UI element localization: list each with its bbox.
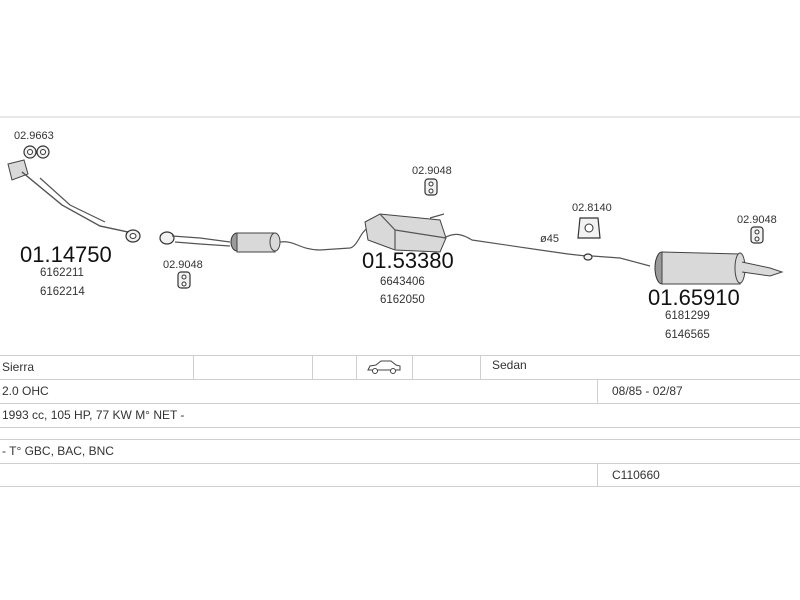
front-pipe-part — [7, 159, 141, 243]
table-row: 2.0 OHC 08/85 - 02/87 — [0, 379, 800, 403]
rubber-hanger-icon — [177, 271, 191, 289]
rubber-left-part-number: 02.9048 — [163, 259, 203, 271]
model-name: Sierra — [2, 360, 35, 374]
rear-silencer-oe-1: 6181299 — [665, 310, 710, 322]
table-row — [0, 427, 800, 439]
pipe-diameter-label: ø45 — [540, 233, 559, 245]
center-silencer-oe-1: 6643406 — [380, 276, 425, 288]
front-pipe-part-number: 01.14750 — [20, 242, 112, 267]
rubber-right-part-number: 02.9048 — [737, 214, 777, 226]
front-pipe-oe-1: 6162211 — [40, 267, 84, 279]
body-type: Sedan — [492, 358, 527, 372]
engine: 2.0 OHC — [2, 384, 49, 398]
catalog-code: C110660 — [612, 468, 660, 482]
clamp-ring-icon — [23, 145, 50, 159]
exhaust-system-diagram: 02.9663 01.14750 6162211 6162214 02.9048… — [0, 116, 800, 341]
rubber-hanger-icon — [424, 178, 438, 196]
intermediate-pipe-part — [159, 227, 369, 253]
table-row: - T° GBC, BAC, BNC — [0, 439, 800, 463]
production-dates: 08/85 - 02/87 — [612, 384, 683, 398]
table-row: Sierra Sedan — [0, 355, 800, 379]
center-silencer-oe-2: 6162050 — [380, 294, 425, 306]
rear-silencer-part — [591, 251, 784, 285]
mount-part-number: 02.8140 — [572, 202, 612, 214]
vehicle-info-table: Sierra Sedan 2.0 OHC 08/85 - 02/87 1993 … — [0, 355, 800, 487]
engine-codes: - T° GBC, BAC, BNC — [2, 444, 114, 458]
rubber-hanger-icon — [750, 226, 764, 244]
rear-silencer-part-number: 01.65910 — [648, 285, 740, 310]
center-silencer-part-number: 01.53380 — [362, 248, 454, 273]
sedan-car-icon — [366, 359, 402, 382]
engine-specs: 1993 cc, 105 HP, 77 KW M° NET - — [2, 408, 185, 422]
clamp-part-number: 02.9663 — [14, 130, 54, 142]
table-row: 1993 cc, 105 HP, 77 KW M° NET - — [0, 403, 800, 427]
rear-silencer-oe-2: 6146565 — [665, 329, 710, 341]
table-row: C110660 — [0, 463, 800, 487]
mounting-bracket-icon — [577, 217, 601, 239]
center-silencer-part — [364, 213, 593, 261]
front-pipe-oe-2: 6162214 — [40, 286, 85, 298]
rubber-mid-part-number: 02.9048 — [412, 165, 452, 177]
